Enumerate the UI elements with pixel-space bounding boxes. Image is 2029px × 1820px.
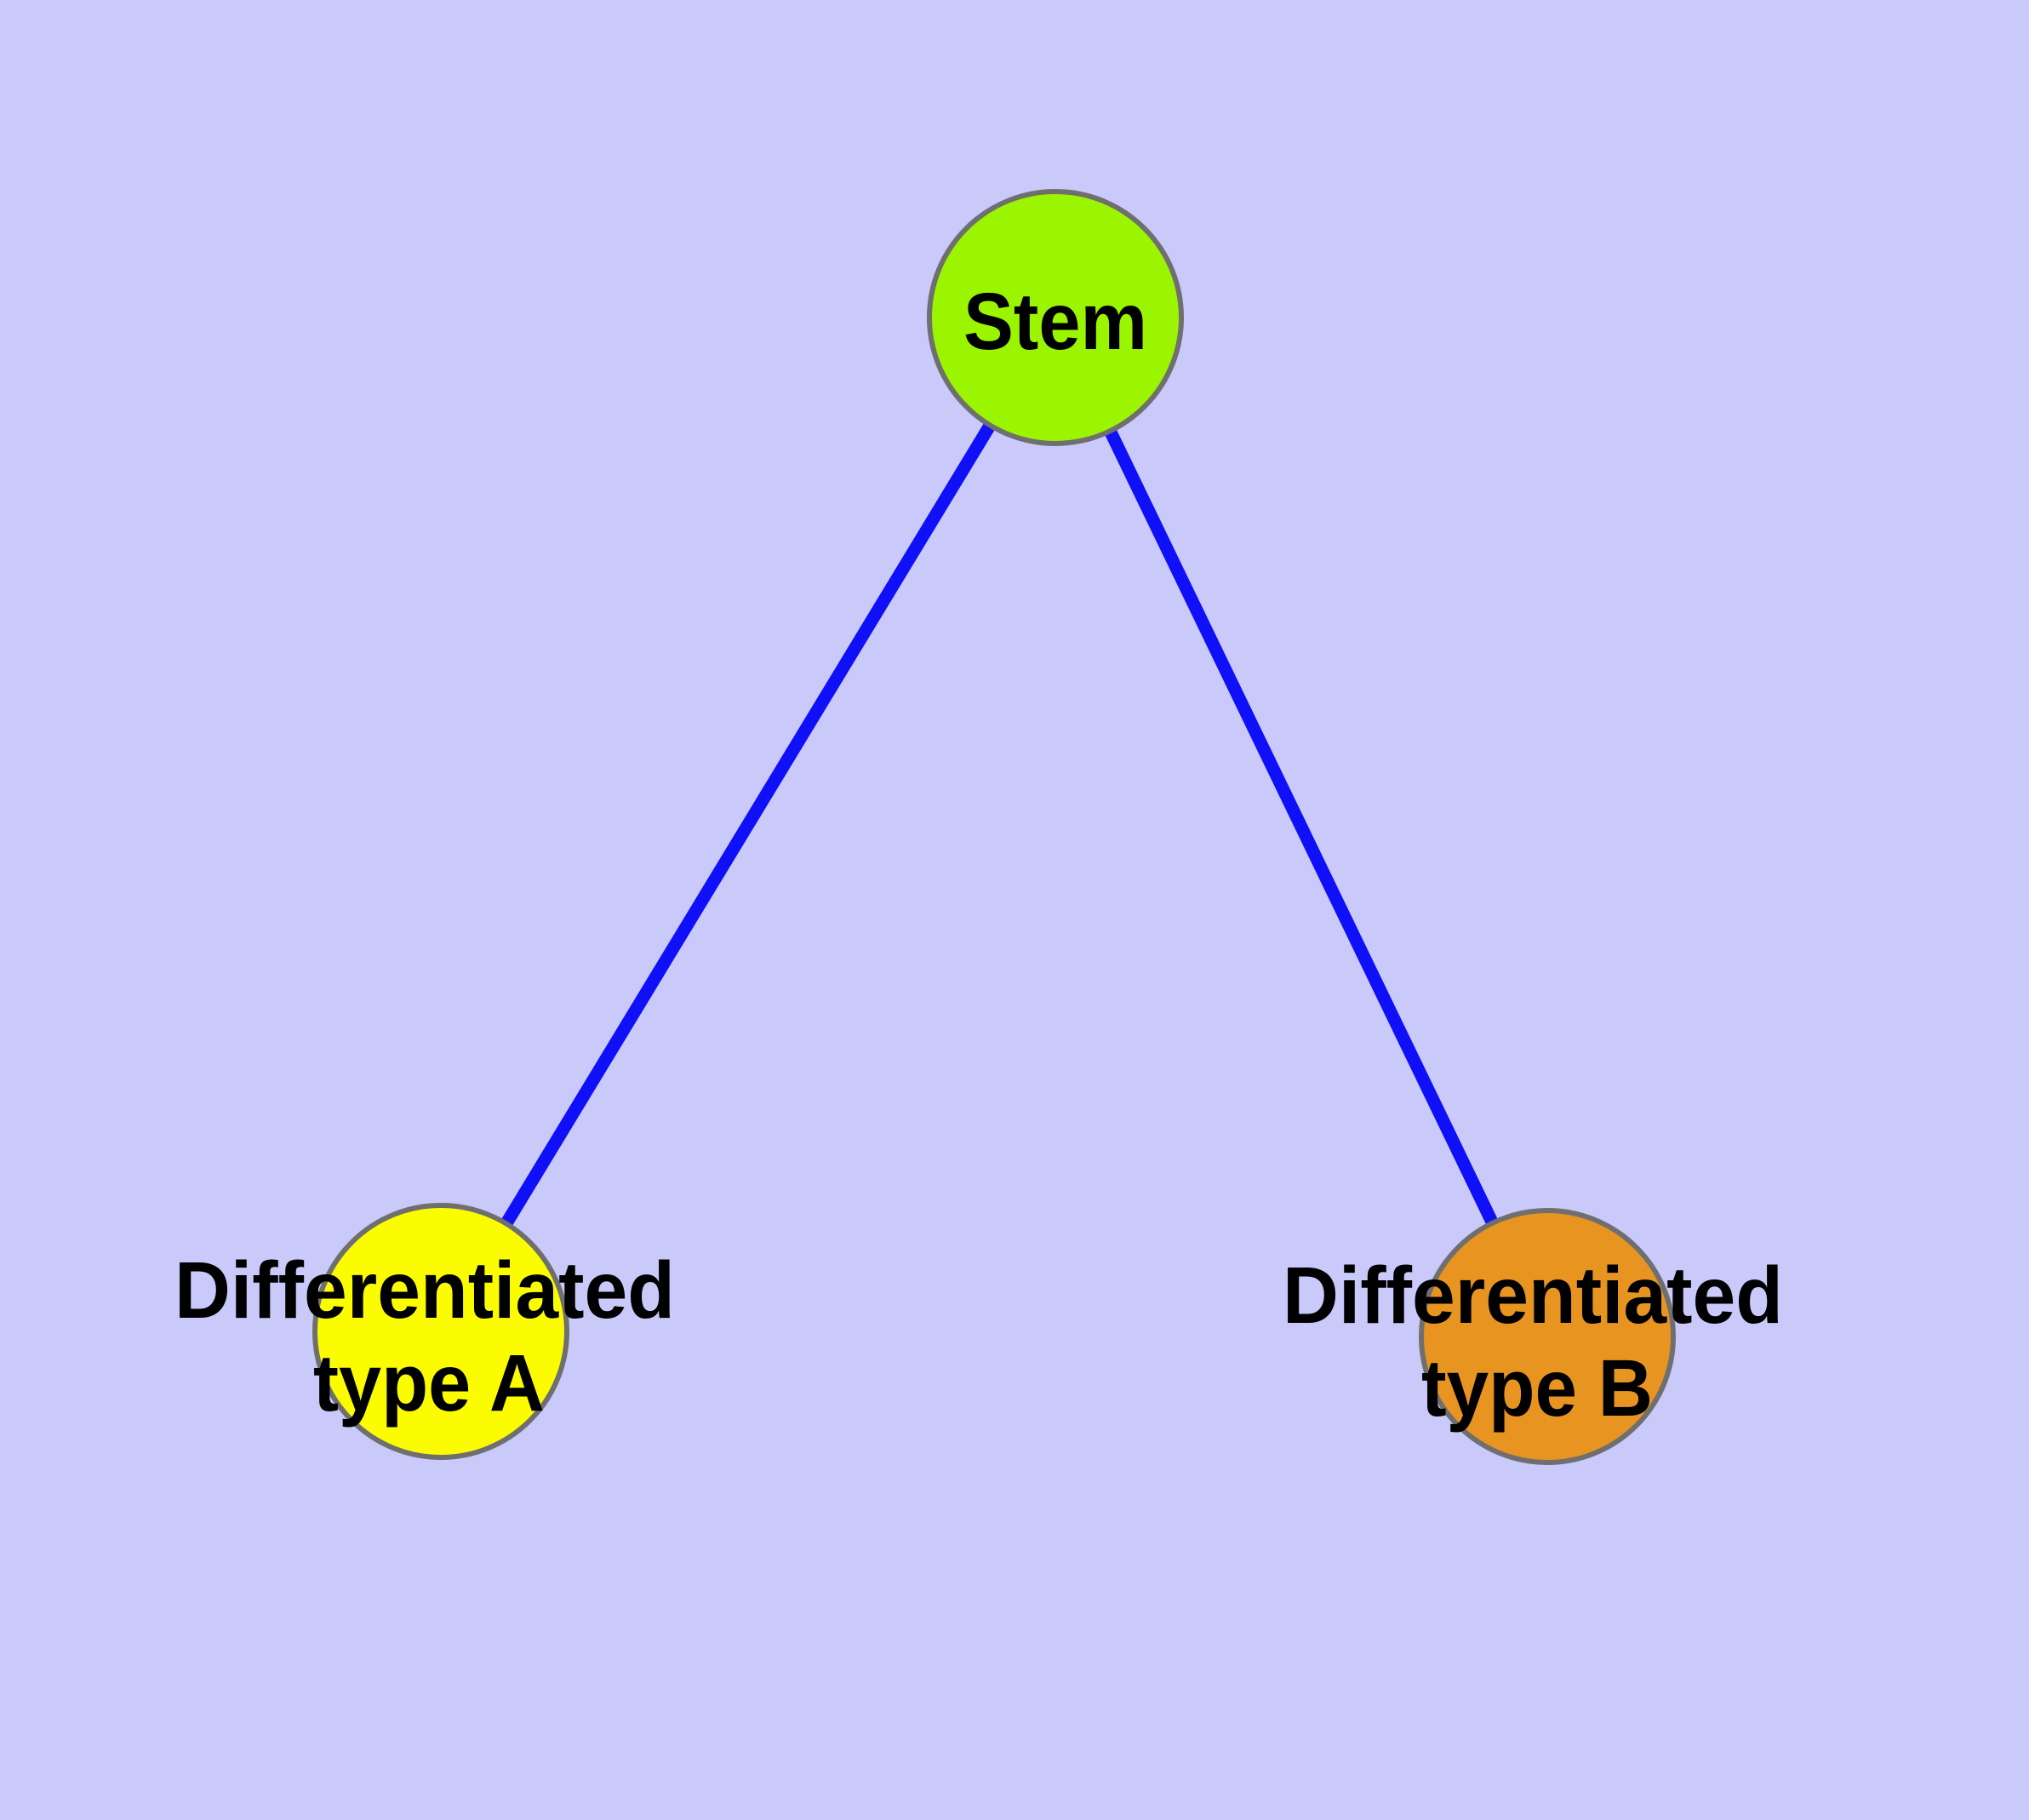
edge-stem-to-type-a — [435, 314, 1061, 1335]
edge-stem-to-type-b — [1049, 314, 1553, 1340]
node-type-b-label-line2: type B — [1421, 1343, 1653, 1434]
node-differentiated-type-b — [1419, 1208, 1676, 1465]
node-stem-label: Stem — [963, 277, 1147, 367]
node-stem — [927, 189, 1184, 446]
node-type-a-label-line2: type A — [313, 1338, 545, 1428]
node-type-a-label-line1: Differentiated — [174, 1245, 675, 1336]
node-differentiated-type-a — [312, 1203, 569, 1460]
node-type-b-label-line1: Differentiated — [1283, 1251, 1783, 1341]
